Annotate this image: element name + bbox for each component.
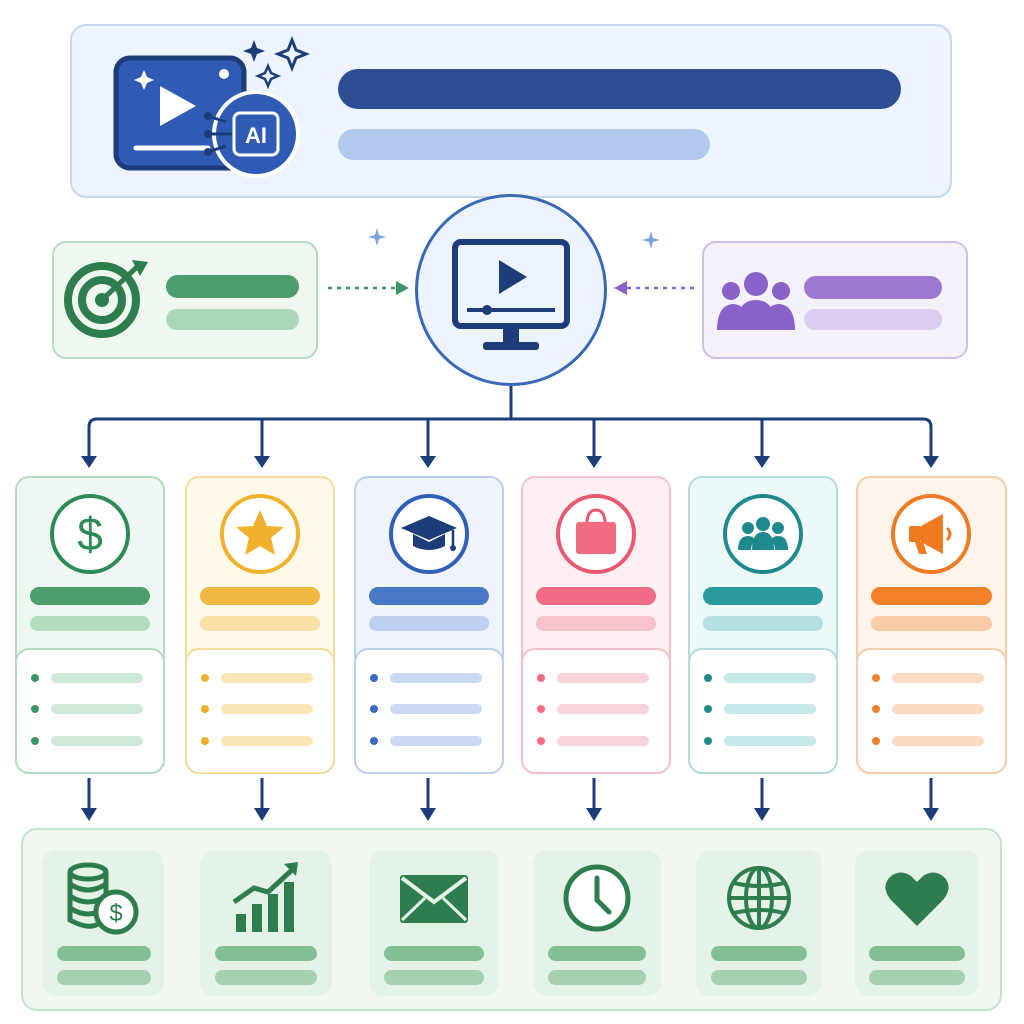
list-item [537, 735, 652, 747]
list-item [201, 672, 316, 684]
star-icon [218, 492, 302, 576]
right-input-card [702, 241, 968, 359]
outcome-bar [57, 970, 151, 985]
card-title-bar [369, 587, 489, 605]
card-subtitle-bar [200, 616, 320, 631]
list-item [31, 672, 146, 684]
users-icon [721, 492, 805, 576]
list-item [704, 735, 819, 747]
list-item [872, 703, 987, 715]
outcome-bar [215, 970, 317, 985]
list-item [370, 735, 485, 747]
target-icon [62, 256, 154, 338]
list-item [201, 703, 316, 715]
card-subtitle-bar [871, 616, 992, 631]
card-title-bar [536, 587, 656, 605]
outcome-bar [711, 970, 807, 985]
card-subtitle-bar [536, 616, 656, 631]
tree-arrowheads [81, 456, 939, 468]
coins-dollar-icon: $ [62, 858, 146, 938]
list-item [537, 672, 652, 684]
sparkle-icon [368, 228, 386, 246]
card-title-bar [30, 587, 150, 605]
tree-connector [87, 386, 933, 459]
megaphone-icon [889, 492, 973, 576]
right-input-bar [804, 276, 942, 299]
list-item [872, 672, 987, 684]
outcome-bar [384, 970, 484, 985]
card-title-bar [200, 587, 320, 605]
outcome-arrows [87, 778, 933, 810]
outcome-bar [548, 946, 646, 961]
shopping-bag-icon [554, 492, 638, 576]
envelope-icon [397, 872, 471, 926]
list-item [537, 703, 652, 715]
outcome-bar [869, 970, 965, 985]
outcome-bar [215, 946, 317, 961]
ai-badge-text: AI [245, 123, 267, 148]
list-item [704, 672, 819, 684]
center-node [415, 194, 607, 386]
card-title-bar [871, 587, 992, 605]
list-item [872, 735, 987, 747]
outcome-bar [384, 946, 484, 961]
growth-chart-icon [230, 860, 302, 936]
card-subtitle-bar [703, 616, 823, 631]
svg-text:$: $ [109, 900, 122, 927]
list-item [370, 703, 485, 715]
clock-icon [561, 862, 633, 934]
monitor-play-icon [451, 238, 571, 356]
left-input-bar [166, 275, 299, 298]
globe-icon [724, 863, 794, 933]
outcomes-panel [21, 828, 1002, 1011]
card-subtitle-bar [369, 616, 489, 631]
card-subtitle-bar [30, 616, 150, 631]
header-subtitle-bar [338, 129, 710, 160]
outcome-bar [548, 970, 646, 985]
svg-text:$: $ [77, 508, 103, 560]
list-item [31, 703, 146, 715]
sparkle-icon [642, 231, 660, 249]
list-item [370, 672, 485, 684]
right-input-bar [804, 309, 942, 330]
heart-icon [883, 868, 951, 930]
video-ai-icon: AI [108, 34, 318, 194]
dollar-icon: $ [48, 492, 132, 576]
list-item [704, 703, 819, 715]
graduation-cap-icon [387, 492, 471, 576]
outcome-bar [711, 946, 807, 961]
left-input-bar [166, 309, 299, 330]
outcome-bar [869, 946, 965, 961]
users-icon [716, 268, 796, 332]
header-title-bar [338, 69, 901, 109]
outcome-bar [57, 946, 151, 961]
list-item [31, 735, 146, 747]
card-title-bar [703, 587, 823, 605]
list-item [201, 735, 316, 747]
